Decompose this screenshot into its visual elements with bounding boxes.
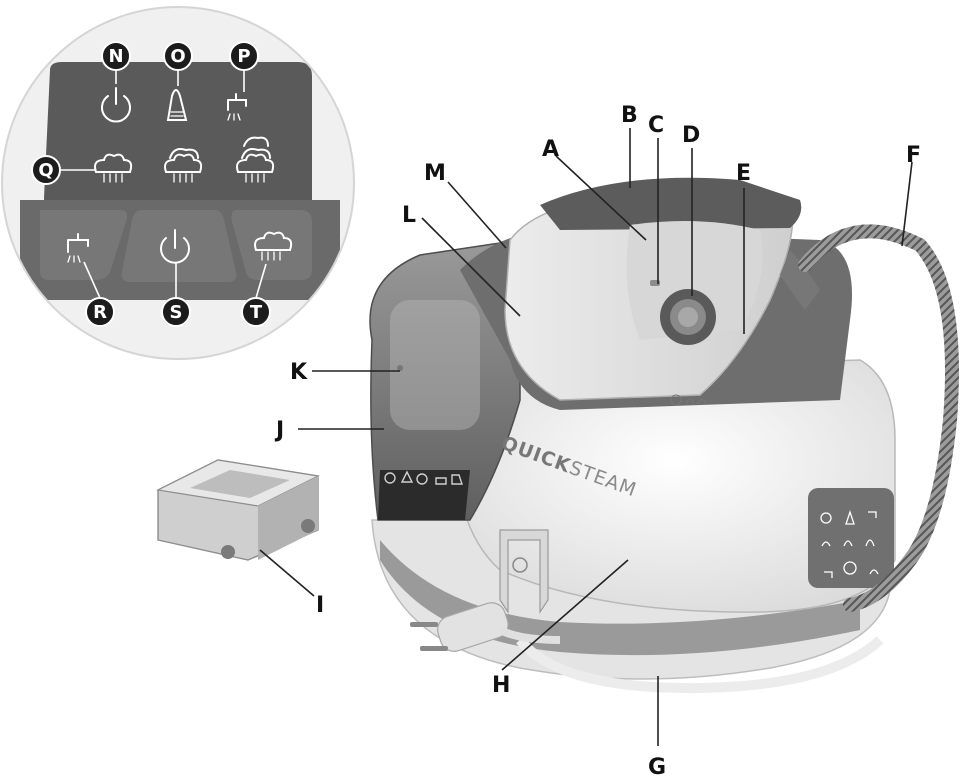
steam-medium-icon — [164, 148, 203, 183]
iron-handle — [540, 177, 802, 230]
soleplate-icon — [166, 89, 188, 121]
label-E: E — [736, 161, 751, 186]
label-O: O — [170, 46, 185, 67]
iron-locking-system — [499, 529, 549, 614]
label-M: M — [424, 161, 446, 186]
label-R: R — [93, 302, 107, 323]
label-P: P — [237, 46, 250, 67]
label-G: G — [648, 755, 666, 780]
steam-button — [231, 210, 312, 280]
label-F: F — [906, 143, 921, 168]
label-C: C — [648, 113, 664, 138]
base-station: QUICKSTEAM — [369, 239, 896, 694]
label-N: N — [108, 46, 123, 67]
base-control-panel — [808, 488, 894, 588]
iron — [460, 177, 852, 410]
label-Q: Q — [38, 160, 53, 181]
label-H: H — [492, 673, 510, 698]
rinse-tap-icon — [227, 93, 247, 121]
label-L: L — [402, 203, 416, 228]
steam-button-icon — [254, 231, 293, 261]
rinse-button — [40, 210, 128, 280]
label-B: B — [621, 103, 638, 128]
cord-storage — [516, 636, 884, 694]
steam-cord — [798, 224, 959, 612]
label-D: D — [682, 123, 700, 148]
power-button-icon — [160, 229, 190, 264]
leader-lines — [259, 128, 913, 746]
anti-scale-cartridge — [156, 459, 320, 561]
label-T: T — [250, 302, 263, 323]
label-I: I — [316, 593, 324, 618]
steam-low-icon — [94, 153, 133, 183]
label-J: J — [274, 418, 284, 443]
power-plug — [410, 602, 561, 652]
main-labels: A B C D E F G H I J K L M — [274, 103, 921, 780]
label-A: A — [542, 137, 559, 162]
inset-labels: N O P Q R S T — [31, 41, 271, 327]
power-icon — [101, 87, 131, 123]
label-S: S — [170, 302, 183, 323]
steam-high-icon — [236, 136, 275, 183]
power-button — [121, 210, 237, 282]
label-K: K — [290, 360, 308, 385]
rinse-button-icon — [67, 233, 89, 263]
